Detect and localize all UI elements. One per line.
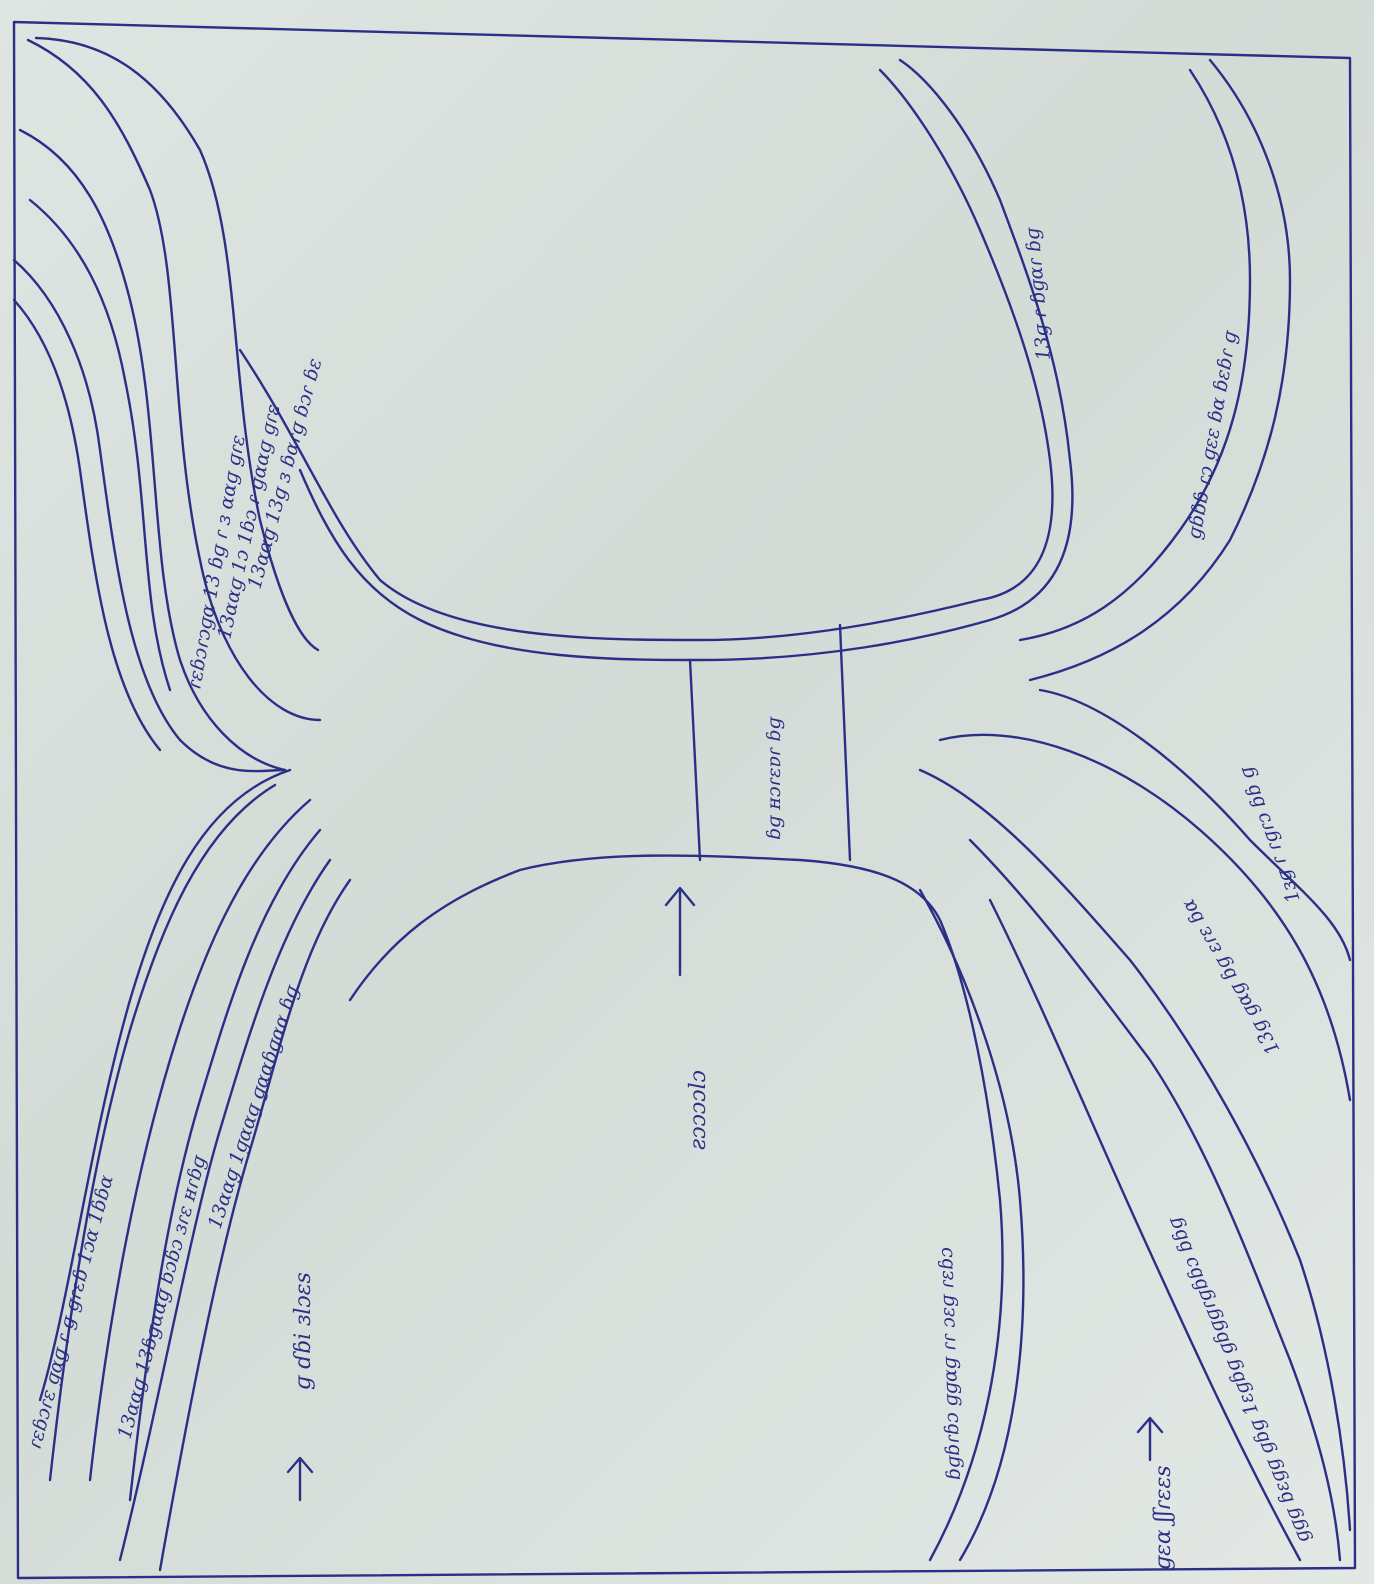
road-text-bottom-left-outer: ɾɛɓɔɾɛ ɡɑɡ ɾ ɡ ɡɾɛɓ 1ɔɑ 1ɓɓɑ: [24, 1173, 118, 1452]
bridge-left-edge: [688, 658, 702, 862]
road-bottom-left-outer-edge-b: [48, 783, 277, 1482]
bridge-right-edge: [838, 623, 852, 862]
road-text-right-lower: ɓɡɓɾɓɔ ɡɡɑɡ ɾɾ ɔɛɡ ɾɛɓɔ: [935, 1246, 965, 1480]
left-bottom-label: ɡ ɗɓi ɜlɔɛs: [291, 1272, 316, 1390]
road-top-left-middle-edge-b: [28, 198, 172, 692]
road-bottom-left-inner-edge-b: [158, 878, 352, 1572]
road-top-left-inner-edge-a: [12, 258, 287, 773]
road-bottom-left-outer-edge-a: [38, 768, 292, 1402]
road-top-left-outer-edge-b: [34, 36, 320, 652]
road-right-lower-edge-a: [918, 768, 1352, 1532]
center-upper-road-edge-b: [298, 58, 1074, 662]
road-text-bottom-left-middle: 13ɑɑɡ 13ɓɡɑɑɡ ɓɔɓɔ ɜɾɛ ʜɾɓɡ: [114, 1153, 211, 1442]
road-right-bottom-edge-a: [988, 898, 1302, 1562]
right-bottom-label: ɡɛɑ ʃʃɾɛɛs: [1151, 1465, 1176, 1570]
road-top-left-outer-edge-a: [26, 38, 322, 722]
center-lower-road-edge-a: [348, 854, 1004, 1562]
bridge-label: ɓɡ ʜɔɾɛɐɾ ɓɡ: [763, 716, 785, 840]
road-right-lower-edge-b: [968, 838, 1342, 1562]
road-right-middle-edge-b: [938, 733, 1352, 1102]
road-text-right-bottom: ɡɡɡ ɓɛɡɡ ɡɓɡ 1ɛɡɓɡ ɡɓɡɡɾɡɓɓɔ ɓɓɡ: [1163, 1213, 1315, 1546]
center-arrow: [664, 886, 696, 977]
frame-border: [12, 20, 1357, 1580]
road-text-top-right-outer: ɡɓɓɓ ɾɔ ɡɛɛ ɓɑ ɓɛɓɾ ɡ: [1183, 329, 1241, 541]
road-top-left-inner-edge-b: [12, 298, 162, 752]
right-bottom-arrow: [1136, 1416, 1164, 1462]
road-top-left-middle-edge-a: [18, 128, 287, 772]
road-text-top-right-inner: 13ɡ ɾ ɓɡɑɾ ɓɡ: [1021, 226, 1055, 361]
road-top-right-outer-edge-a: [1018, 68, 1252, 642]
road-bottom-left-middle-edge-b: [128, 828, 322, 1502]
road-top-right-outer-edge-b: [1028, 58, 1292, 682]
left-bottom-arrow: [286, 1456, 314, 1502]
center-label: ƨɔɔɔɔlɔ: [686, 1070, 711, 1150]
center-lower-road-edge-b: [918, 888, 1025, 1562]
road-bottom-left-middle-edge-a: [88, 798, 312, 1482]
road-bottom-left-inner-edge-a: [118, 858, 332, 1562]
center-upper-road-edge-a: [238, 68, 1054, 642]
road-right-middle-edge-a: [1038, 688, 1352, 962]
road-text-right-middle-lower: 13ɡ ɡɑɡ ɓɡ ɛɾɛ ɓɑ: [1177, 895, 1284, 1059]
